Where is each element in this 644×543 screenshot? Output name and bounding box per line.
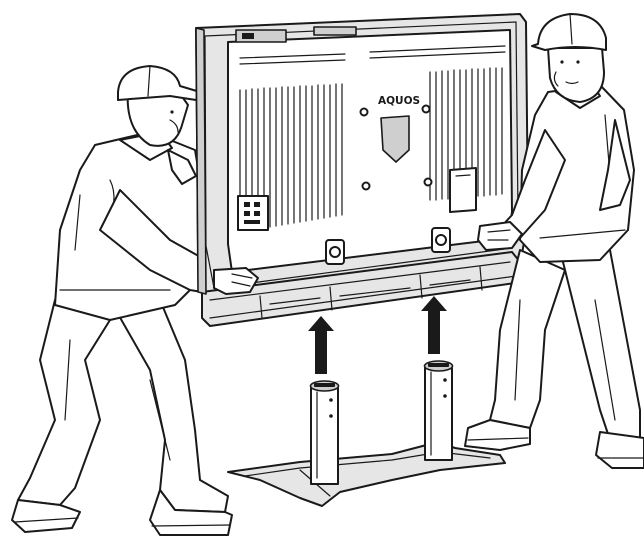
shoe-right: [596, 432, 644, 468]
tv-stand: [228, 361, 505, 506]
terminal-panel: [238, 196, 268, 230]
shoe-left: [12, 500, 80, 532]
worker-left-hands: [214, 268, 258, 294]
up-arrow-icon: [421, 296, 447, 354]
cap: [532, 14, 606, 50]
up-arrow-icon: [308, 316, 334, 374]
cap: [118, 66, 200, 100]
stand-socket-right: [432, 228, 450, 252]
stand-post-right: [425, 361, 453, 460]
stand-base: [228, 442, 505, 506]
stand-post-left: [311, 381, 339, 484]
tv-brand-label: AQUOS: [378, 95, 420, 107]
stand-socket-left: [326, 240, 344, 264]
